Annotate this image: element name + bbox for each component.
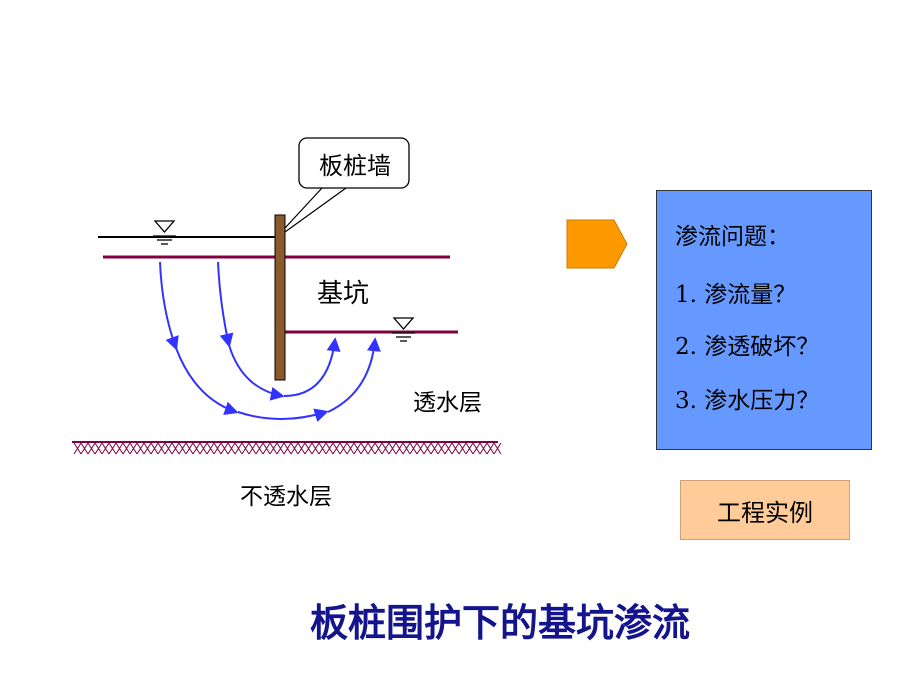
impermeable-boundary <box>72 441 502 455</box>
engineering-example-label: 工程实例 <box>717 498 813 527</box>
sheet-pile-wall <box>274 214 286 381</box>
wall-label: 板桩墙 <box>319 152 391 180</box>
callout-line <box>284 187 347 233</box>
problem-item: 3. 渗水压力？ <box>675 388 820 414</box>
pit-label: 基坑 <box>317 279 369 309</box>
page-caption: 板桩围护下的基坑渗流 <box>309 601 690 645</box>
impermeable-layer-label: 不透水层 <box>240 484 332 510</box>
callout-line <box>284 187 323 229</box>
permeable-layer-label: 透水层 <box>413 390 482 416</box>
wall-label-box <box>298 137 410 189</box>
engineering-example-button[interactable]: 工程实例 <box>680 480 850 540</box>
problem-item: 1. 渗流量？ <box>675 282 797 308</box>
seepage-problems-box: 渗流问题： 1. 渗流量？ 2. 渗透破坏？ 3. 渗水压力？ <box>656 190 872 450</box>
water-level-icon <box>153 220 176 245</box>
problem-item: 2. 渗透破坏？ <box>675 334 820 360</box>
outer-flow-line <box>159 261 381 422</box>
inner-flow-line <box>217 261 341 401</box>
arrow-right-icon <box>566 219 628 269</box>
water-level-icon <box>392 317 415 342</box>
problems-title: 渗流问题： <box>675 224 790 250</box>
